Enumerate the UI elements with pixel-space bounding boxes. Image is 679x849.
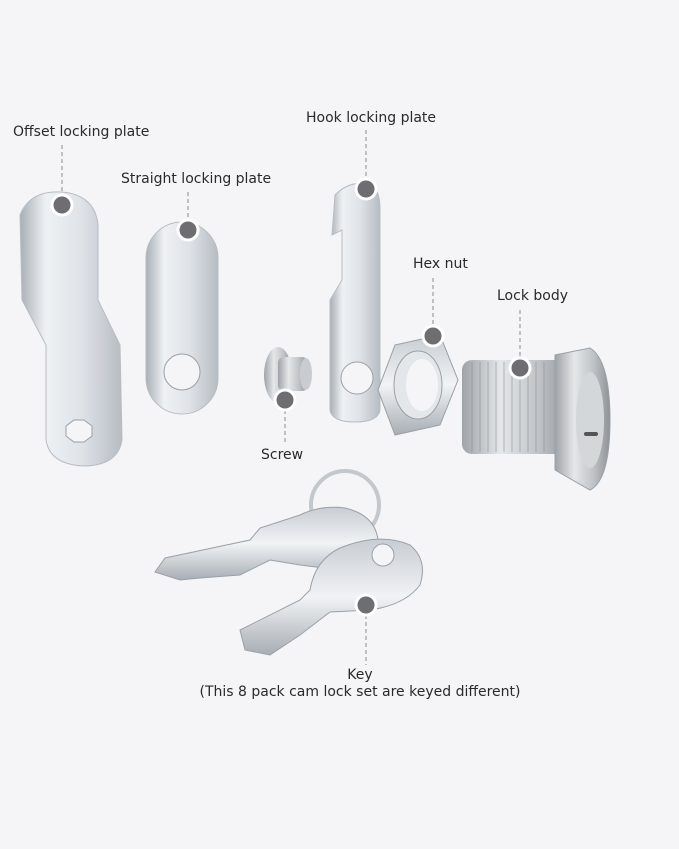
leader-lines [61,130,521,665]
label-screw: Screw [261,447,304,463]
callout-dots [50,177,532,617]
straight-locking-plate-shape [145,221,219,415]
hook-locking-plate-shape [329,183,381,423]
label-offset-locking-plate: Offset locking plate [13,124,150,140]
label-lock-body: Lock body [497,288,568,304]
offset-locking-plate-shape [19,191,123,467]
label-key: Key [347,667,373,683]
label-straight-locking-plate: Straight locking plate [121,171,272,187]
hex-nut-shape [377,334,459,436]
label-key-note: (This 8 pack cam lock set are keyed diff… [199,684,521,700]
keys-shape [154,469,423,656]
lock-body-shape [462,347,611,491]
label-hex-nut: Hex nut [413,256,468,272]
label-hook-locking-plate: Hook locking plate [306,110,437,126]
